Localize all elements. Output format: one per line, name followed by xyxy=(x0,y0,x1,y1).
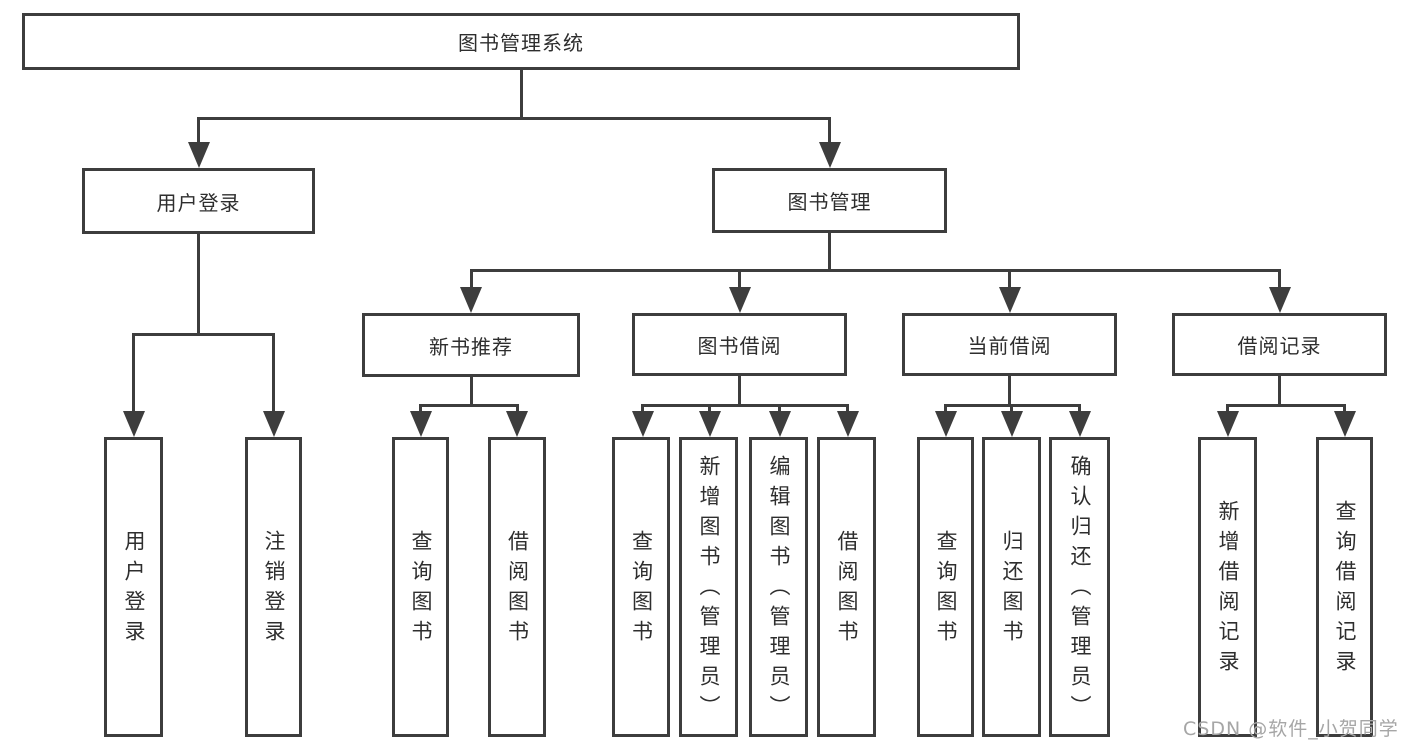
node-user-login: 用户登录 xyxy=(82,168,315,234)
connector-line xyxy=(738,271,741,293)
leaf-add-borrow-record: 新增借阅记录 xyxy=(1198,437,1257,737)
arrow-down-icon xyxy=(506,411,528,437)
connector-line xyxy=(828,233,831,271)
connector-line xyxy=(197,234,200,336)
arrow-down-icon xyxy=(460,287,482,313)
leaf-add-book-admin: 新增图书（管理员） xyxy=(679,437,738,737)
leaf-add-borrow-record-label: 新增借阅记录 xyxy=(1216,500,1240,680)
connector-line xyxy=(641,404,849,407)
leaf-query-book-2-label: 查询图书 xyxy=(629,530,654,650)
node-book-borrow-label: 图书借阅 xyxy=(697,334,782,358)
node-book-management-label: 图书管理 xyxy=(787,190,872,214)
leaf-add-book-admin-label: 新增图书（管理员） xyxy=(697,455,721,725)
connector-line xyxy=(197,117,831,120)
node-current-borrow-label: 当前借阅 xyxy=(967,334,1052,358)
arrow-down-icon xyxy=(1000,411,1023,437)
leaf-edit-book-admin-label: 编辑图书（管理员） xyxy=(767,455,791,725)
arrow-down-icon xyxy=(1068,411,1091,437)
connector-line xyxy=(469,377,473,407)
connector-line xyxy=(132,336,135,420)
connector-line xyxy=(197,118,200,150)
connector-line xyxy=(828,118,831,150)
leaf-user-login: 用户登录 xyxy=(104,437,163,737)
arrow-down-icon xyxy=(409,411,432,437)
leaf-confirm-return-admin: 确认归还（管理员） xyxy=(1049,437,1110,737)
node-borrow-records-label: 借阅记录 xyxy=(1237,334,1322,358)
leaf-query-book-1-label: 查询图书 xyxy=(409,530,433,650)
connector-line xyxy=(1278,271,1281,293)
leaf-query-book-1: 查询图书 xyxy=(392,437,449,737)
node-new-book-recommend: 新书推荐 xyxy=(362,313,580,377)
connector-line xyxy=(1278,376,1281,407)
leaf-query-book-3-label: 查询图书 xyxy=(934,530,958,650)
arrow-down-icon xyxy=(262,411,285,437)
node-borrow-records: 借阅记录 xyxy=(1172,313,1387,376)
leaf-borrow-book-2: 借阅图书 xyxy=(817,437,876,737)
leaf-logout-label: 注销登录 xyxy=(262,530,286,650)
leaf-borrow-book-1-label: 借阅图书 xyxy=(505,530,530,650)
connector-line xyxy=(1226,404,1346,407)
connector-line xyxy=(469,269,1281,272)
arrow-down-icon xyxy=(728,287,751,313)
leaf-borrow-book-2-label: 借阅图书 xyxy=(835,530,859,650)
leaf-return-book: 归还图书 xyxy=(982,437,1041,737)
connector-line xyxy=(469,271,473,293)
leaf-query-book-2: 查询图书 xyxy=(612,437,670,737)
connector-line xyxy=(272,336,275,420)
arrow-down-icon xyxy=(122,411,145,437)
leaf-query-borrow-record: 查询借阅记录 xyxy=(1316,437,1373,737)
connector-line xyxy=(738,376,741,407)
leaf-confirm-return-admin-label: 确认归还（管理员） xyxy=(1068,455,1092,725)
node-book-management: 图书管理 xyxy=(712,168,947,233)
watermark: CSDN @软件_小贺同学 xyxy=(1183,718,1399,740)
connector-line xyxy=(419,404,519,407)
arrow-down-icon xyxy=(1333,411,1356,437)
leaf-query-borrow-record-label: 查询借阅记录 xyxy=(1333,500,1357,680)
leaf-return-book-label: 归还图书 xyxy=(1000,530,1024,650)
node-root-label: 图书管理系统 xyxy=(458,31,584,55)
node-new-book-recommend-label: 新书推荐 xyxy=(429,334,513,359)
leaf-query-book-3: 查询图书 xyxy=(917,437,974,737)
arrow-down-icon xyxy=(1216,411,1239,437)
node-current-borrow: 当前借阅 xyxy=(902,313,1117,376)
arrow-down-icon xyxy=(631,411,654,437)
node-root: 图书管理系统 xyxy=(22,13,1020,70)
arrow-down-icon xyxy=(934,411,957,437)
leaf-edit-book-admin: 编辑图书（管理员） xyxy=(749,437,808,737)
arrow-down-icon xyxy=(998,287,1021,313)
leaf-borrow-book-1: 借阅图书 xyxy=(488,437,546,737)
arrow-down-icon xyxy=(187,142,210,168)
arrow-down-icon xyxy=(768,411,791,437)
arrow-down-icon xyxy=(836,411,859,437)
connector-line xyxy=(132,333,275,336)
arrow-down-icon xyxy=(818,142,841,168)
arrow-down-icon xyxy=(698,411,721,437)
leaf-user-login-label: 用户登录 xyxy=(122,530,146,650)
leaf-logout: 注销登录 xyxy=(245,437,302,737)
node-book-borrow: 图书借阅 xyxy=(632,313,847,376)
connector-line xyxy=(519,70,523,118)
arrow-down-icon xyxy=(1268,287,1291,313)
connector-line xyxy=(1008,271,1011,293)
connector-line xyxy=(1008,376,1011,407)
connector-line xyxy=(944,404,1081,407)
node-user-login-label: 用户登录 xyxy=(156,190,241,215)
